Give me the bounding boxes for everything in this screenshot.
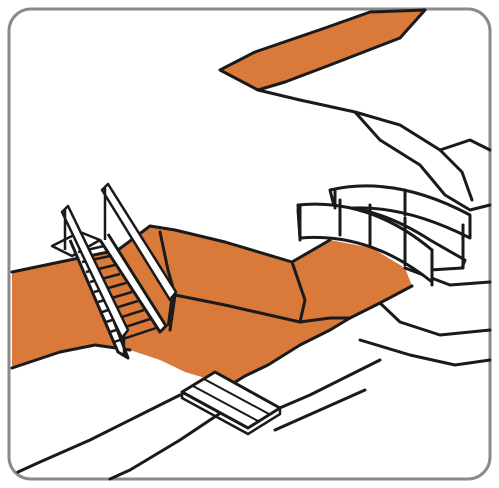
illustration-canvas (0, 0, 499, 488)
ditch-crossings-illustration (0, 0, 499, 488)
